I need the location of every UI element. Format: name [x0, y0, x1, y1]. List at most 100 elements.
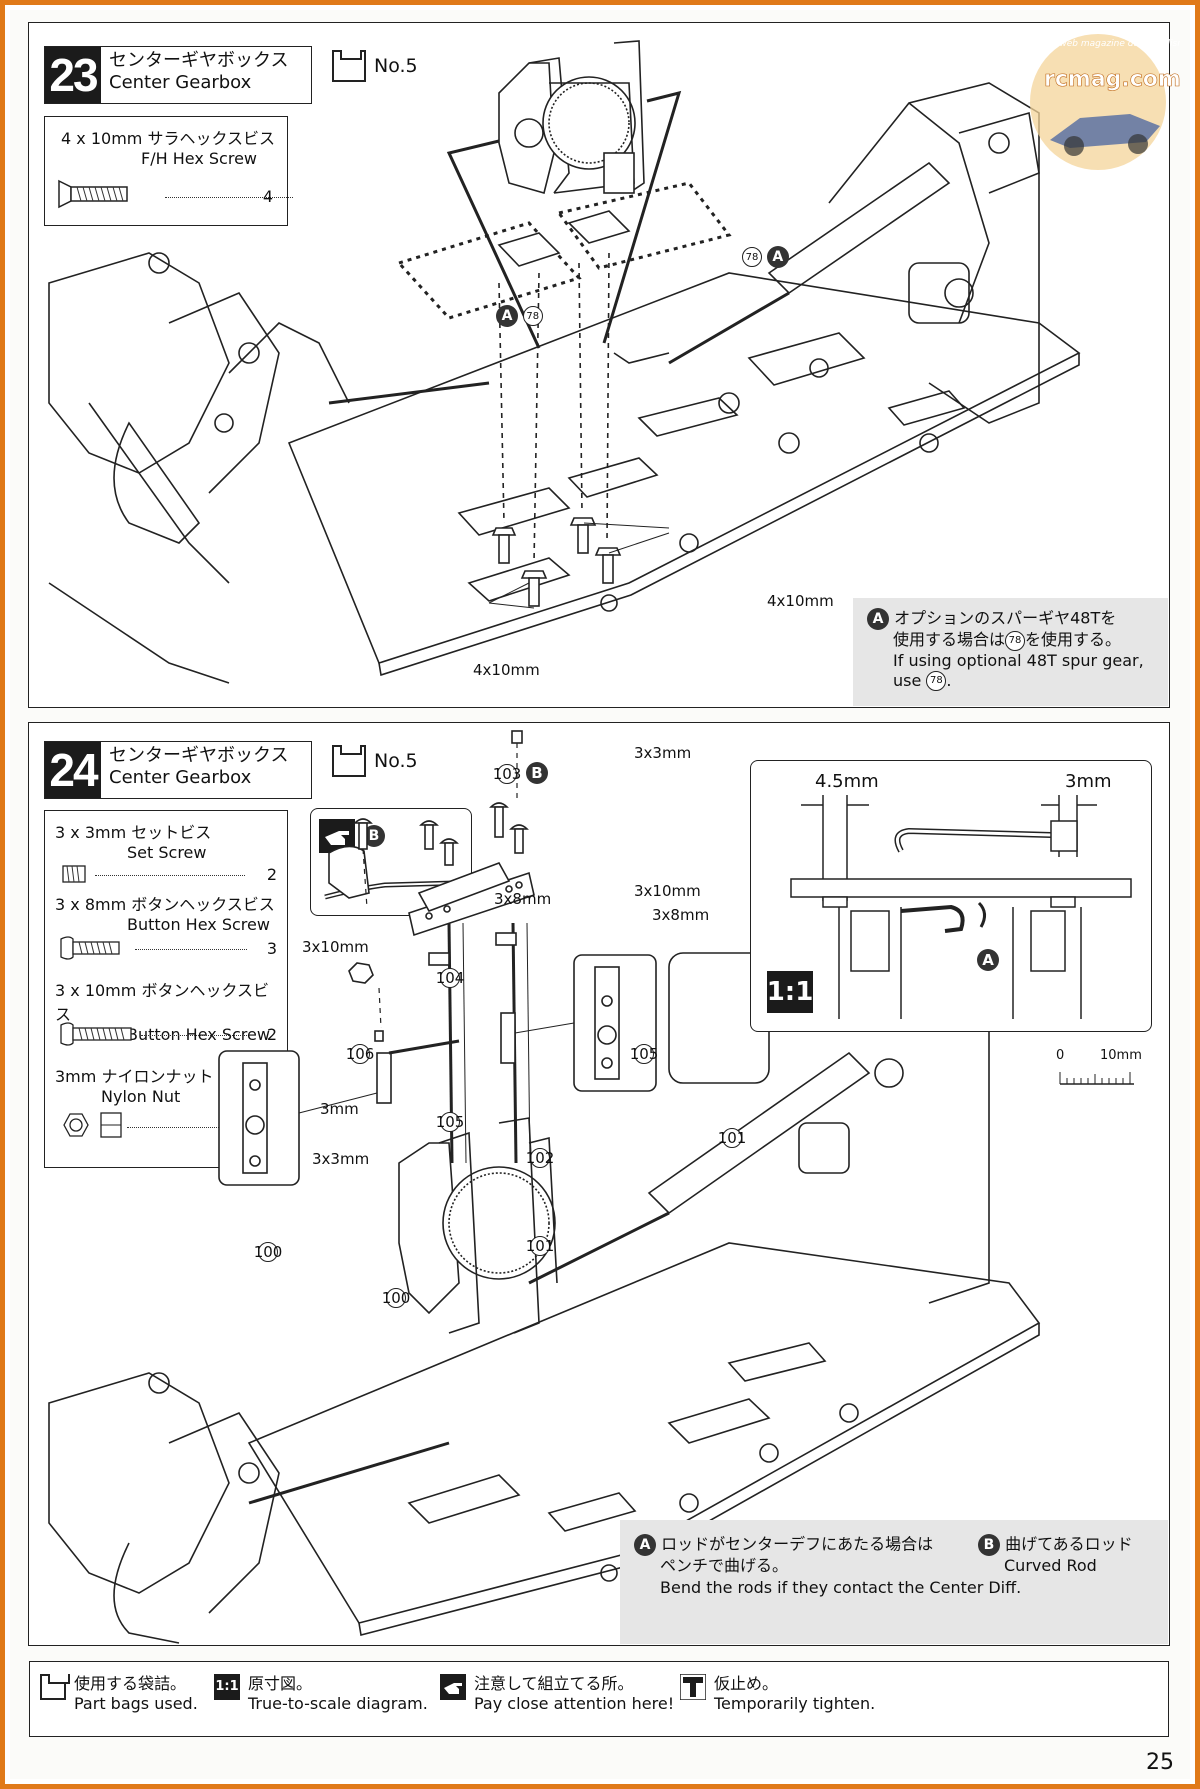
- step23-title-en: Center Gearbox: [109, 72, 252, 93]
- step23-title: センターギヤボックス Center Gearbox: [101, 47, 296, 103]
- tag-a-icon: A: [496, 305, 518, 327]
- attention-hand-icon: [440, 1674, 466, 1700]
- part-name-en: F/H Hex Screw: [141, 149, 257, 168]
- part-78-ref: 78: [742, 247, 762, 267]
- step23-part-ref-left: A 78: [496, 305, 543, 327]
- watermark-arc-text: Le web magazine du modelisme: [1046, 39, 1180, 49]
- part-103-ref: 103: [492, 764, 522, 784]
- part-qty: 2: [266, 865, 277, 884]
- part-100-ref: 100: [381, 1288, 411, 1308]
- legend-bar: 使用する袋詰。Part bags used. 1:1 原寸図。True-to-s…: [29, 1661, 1169, 1737]
- part-name-jp: 3 x 10mm ボタンヘックスビス: [55, 981, 269, 1024]
- step24-header: 24 センターギヤボックス Center Gearbox: [44, 741, 312, 799]
- legend-attention-en: Pay close attention here!: [474, 1694, 675, 1713]
- tag-b-icon: B: [978, 1534, 1000, 1556]
- legend-bag: 使用する袋詰。Part bags used.: [40, 1674, 198, 1714]
- tag-a-icon: A: [766, 246, 789, 268]
- set-screw-icon: [62, 865, 86, 883]
- part-name-en: Nylon Nut: [101, 1087, 181, 1106]
- step24-title: センターギヤボックス Center Gearbox: [101, 742, 296, 798]
- tag-a-icon: A: [867, 608, 889, 630]
- part-name-jp: 3 x 8mm ボタンヘックスビス: [55, 895, 275, 914]
- step23-part-ref-right: 78 A: [742, 246, 789, 268]
- step23-header: 23 センターギヤボックス Center Gearbox: [44, 46, 312, 104]
- watermark-text: rcmag.com: [1044, 67, 1180, 92]
- part-dotted-leader: [141, 1035, 247, 1036]
- part-dotted-leader: [165, 197, 293, 198]
- label-3x3-top: 3x3mm: [634, 744, 692, 762]
- label-3x10-left: 3x10mm: [302, 938, 369, 956]
- button-hex-screw-icon: [60, 936, 120, 960]
- legend-bag-en: Part bags used.: [74, 1694, 198, 1713]
- step24-note: A ロッドがセンターデフにあたる場合は ペンチで曲げる。 Bend the ro…: [620, 1520, 1168, 1644]
- step23-bag-label: No.5: [374, 55, 418, 77]
- legend-attention: 注意して組立てる所。Pay close attention here!: [440, 1674, 674, 1714]
- step23-screw-label-right: 4x10mm: [767, 592, 834, 610]
- part-78-ref: 78: [1005, 630, 1026, 651]
- ruler-ten: 10mm: [1100, 1048, 1142, 1063]
- part-name-jp: 4 x 10mm サラヘックスビス: [61, 129, 275, 148]
- dim-label-4-5mm: 4.5mm: [815, 771, 879, 792]
- ruler: 0 10mm: [1056, 1048, 1166, 1088]
- step23-bag: No.5: [332, 50, 418, 82]
- dim-label-3mm: 3mm: [1065, 771, 1112, 792]
- page-number: 25: [1146, 1750, 1174, 1775]
- note-a-jp-2: ペンチで曲げる。: [660, 1556, 789, 1575]
- tag-a-icon: A: [977, 949, 999, 971]
- legend-tighten-en: Temporarily tighten.: [714, 1694, 876, 1713]
- legend-tighten: 仮止め。Temporarily tighten.: [680, 1674, 875, 1714]
- rcmag-watermark-logo: rcmag.com Le web magazine du modelisme: [1030, 34, 1180, 170]
- part-101-ref: 101: [525, 1236, 555, 1256]
- step24-number: 24: [45, 742, 101, 798]
- note-en-2b: .: [946, 670, 952, 690]
- tag-a-icon: A: [634, 1534, 656, 1556]
- ruler-zero: 0: [1056, 1048, 1065, 1063]
- step24-bag-label: No.5: [374, 750, 418, 772]
- legend-attention-jp: 注意して組立てる所。: [474, 1674, 634, 1693]
- note-a-jp-1: ロッドがセンターデフにあたる場合は: [661, 1534, 934, 1554]
- gearbox-housing: [398, 1142, 460, 1315]
- step24-title-jp: センターギヤボックス: [109, 745, 289, 766]
- scale-drawing: [790, 795, 1132, 1019]
- ruler-ticks: [1059, 1072, 1134, 1085]
- part-name-en: Button Hex Screw: [127, 1025, 270, 1044]
- part-78-ref: 78: [926, 671, 947, 691]
- button-hex-screw-icon: [60, 1022, 132, 1046]
- step23-title-jp: センターギヤボックス: [109, 50, 289, 71]
- legend-scale-en: True-to-scale diagram.: [248, 1694, 428, 1713]
- part-qty: 2: [266, 1025, 277, 1044]
- step24-diagram: [48, 730, 1041, 1644]
- bag-icon: [40, 1674, 70, 1700]
- legend-tighten-jp: 仮止め。: [714, 1674, 779, 1693]
- part-name-jp: 3mm ナイロンナット: [55, 1067, 214, 1086]
- step23-screw-label-left: 4x10mm: [473, 661, 540, 679]
- part-dotted-leader: [135, 949, 247, 950]
- scale-icon: 1:1: [767, 971, 813, 1013]
- label-3x3-left: 3x3mm: [312, 1150, 370, 1168]
- part-78-ref: 78: [522, 306, 543, 326]
- scale-view-panel: 1:1 4.5mm 3mm A: [750, 760, 1152, 1032]
- note-en-1: If using optional 48T spur gear,: [893, 650, 1144, 670]
- part-101-ref: 101: [717, 1128, 747, 1148]
- part-dotted-leader: [95, 875, 245, 876]
- legend-bag-jp: 使用する袋詰。: [74, 1674, 187, 1693]
- step23-part-1: 4 x 10mm サラヘックスビス F/H Hex Screw: [57, 125, 275, 168]
- bag-icon: [332, 50, 366, 82]
- part-102-ref: 102: [525, 1148, 555, 1168]
- label-3x8-right: 3x8mm: [652, 906, 710, 924]
- part-name-en: Button Hex Screw: [127, 915, 270, 934]
- note-b-en: Curved Rod: [1004, 1556, 1097, 1575]
- step24-part-1: 3 x 3mm セットビス Set Screw 2: [55, 819, 279, 884]
- tag-b-icon: B: [526, 762, 548, 784]
- step23-parts-box: 4 x 10mm サラヘックスビス F/H Hex Screw 4: [44, 116, 293, 226]
- label-3x8-mid: 3x8mm: [494, 890, 552, 908]
- tag-b-icon: B: [363, 825, 385, 847]
- step23-number: 23: [45, 47, 101, 103]
- part-105-ref: 105: [435, 1112, 465, 1132]
- label-3x10-right: 3x10mm: [634, 882, 701, 900]
- legend-scale: 1:1 原寸図。True-to-scale diagram.: [214, 1674, 428, 1714]
- part-qty: 3: [266, 939, 277, 958]
- part-104-ref: 104: [435, 968, 465, 988]
- note-a-en: Bend the rods if they contact the Center…: [660, 1578, 1022, 1597]
